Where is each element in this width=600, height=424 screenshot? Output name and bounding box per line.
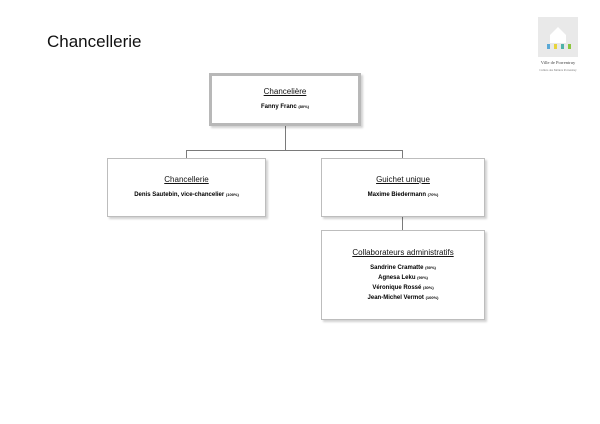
person-pct: (30%) [423, 284, 434, 290]
person-pct: (90%) [417, 274, 428, 280]
org-box-chanceliere: Chancelière Fanny Franc (80%) [209, 73, 361, 126]
person-line: Jean-Michel Vermot (100%) [368, 293, 439, 303]
person-pct: (70%) [427, 192, 439, 197]
person-line: Fanny Franc (80%) [261, 102, 309, 112]
person-pct: (80%) [298, 104, 310, 109]
logo-bar-teal [561, 44, 564, 49]
logo-mark-icon [538, 17, 578, 57]
person-line: Maxime Biedermann (70%) [368, 190, 439, 200]
logo-name: Ville de Porrentruy [540, 60, 576, 65]
box-title: Collaborateurs administratifs [352, 247, 454, 257]
person-pct: (100%) [225, 192, 239, 197]
person-name: Agnesa Leku [378, 274, 416, 281]
connector-right-bottom [402, 217, 403, 230]
connector-left-down [186, 150, 187, 158]
logo-bar-green [568, 44, 571, 49]
person-line: Sandrine Cramatte (50%) [370, 263, 436, 273]
person-line: Véronique Rossé (30%) [372, 283, 433, 293]
person-pct: (100%) [425, 294, 439, 300]
connector-horizontal [186, 150, 403, 151]
person-name: Fanny Franc [260, 104, 297, 110]
person-pct: (50%) [425, 264, 436, 270]
person-line: Agnesa Leku (90%) [378, 273, 428, 283]
person-name: Jean-Michel Vermot [367, 294, 424, 301]
person-name: Sandrine Cramatte [370, 264, 424, 271]
logo-bar-blue [547, 44, 550, 49]
page-title: Chancellerie [47, 32, 142, 51]
box-title: Chancelière [263, 87, 307, 96]
city-logo: Ville de Porrentruy Cultura des Métiers … [537, 17, 579, 79]
house-roof-icon [550, 27, 566, 43]
person-line: Denis Sautebin, vice-chancelier (100%) [134, 190, 239, 200]
person-name: Maxime Biedermann [367, 192, 426, 198]
connector-right-down [402, 150, 403, 158]
logo-subtitle: Cultura des Métiers Porrentruy [539, 68, 577, 72]
logo-bar-yellow [554, 44, 557, 49]
box-title: Chancellerie [164, 175, 209, 184]
person-name: Denis Sautebin, vice-chancelier [134, 192, 225, 198]
logo-color-bars [547, 44, 571, 49]
org-box-guichet-unique: Guichet unique Maxime Biedermann (70%) [321, 158, 485, 217]
org-box-collaborateurs: Collaborateurs administratifs Sandrine C… [321, 230, 485, 320]
box-title: Guichet unique [376, 175, 430, 184]
connector-head-down [285, 126, 286, 150]
person-name: Véronique Rossé [372, 284, 422, 291]
org-box-chancellerie: Chancellerie Denis Sautebin, vice-chance… [107, 158, 266, 217]
